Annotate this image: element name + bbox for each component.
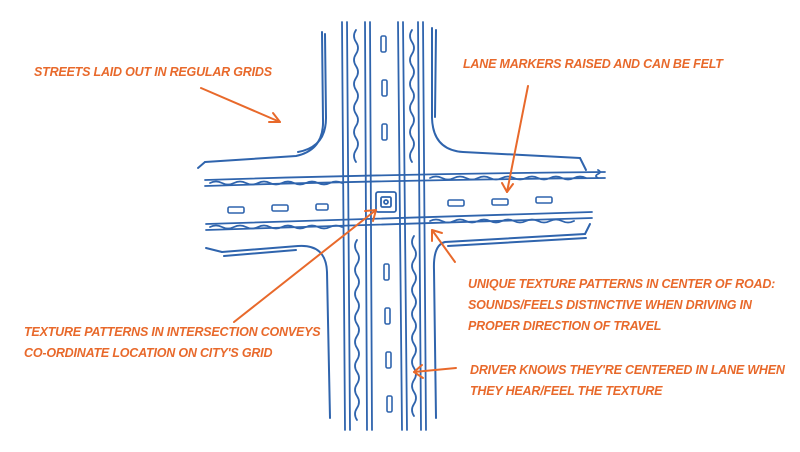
vertical-road xyxy=(341,21,427,431)
annotation-arrows xyxy=(200,85,529,379)
label-lane-markers: LANE MARKERS RAISED AND CAN BE FELT xyxy=(463,57,723,71)
lane-dashes-vertical xyxy=(380,35,393,413)
intersection-texture-icon xyxy=(375,191,397,213)
horizontal-road xyxy=(204,169,606,231)
label-streets-grid: STREETS LAID OUT IN REGULAR GRIDS xyxy=(34,65,272,79)
lane-dashes-horizontal xyxy=(227,196,553,214)
label-intersection-texture: TEXTURE PATTERNS IN INTERSECTION CONVEYS… xyxy=(24,325,321,360)
road-outlines xyxy=(197,27,591,419)
label-center-texture: UNIQUE TEXTURE PATTERNS IN CENTER OF ROA… xyxy=(468,277,776,333)
label-centered-lane: DRIVER KNOWS THEY'RE CENTERED IN LANE WH… xyxy=(470,363,785,398)
